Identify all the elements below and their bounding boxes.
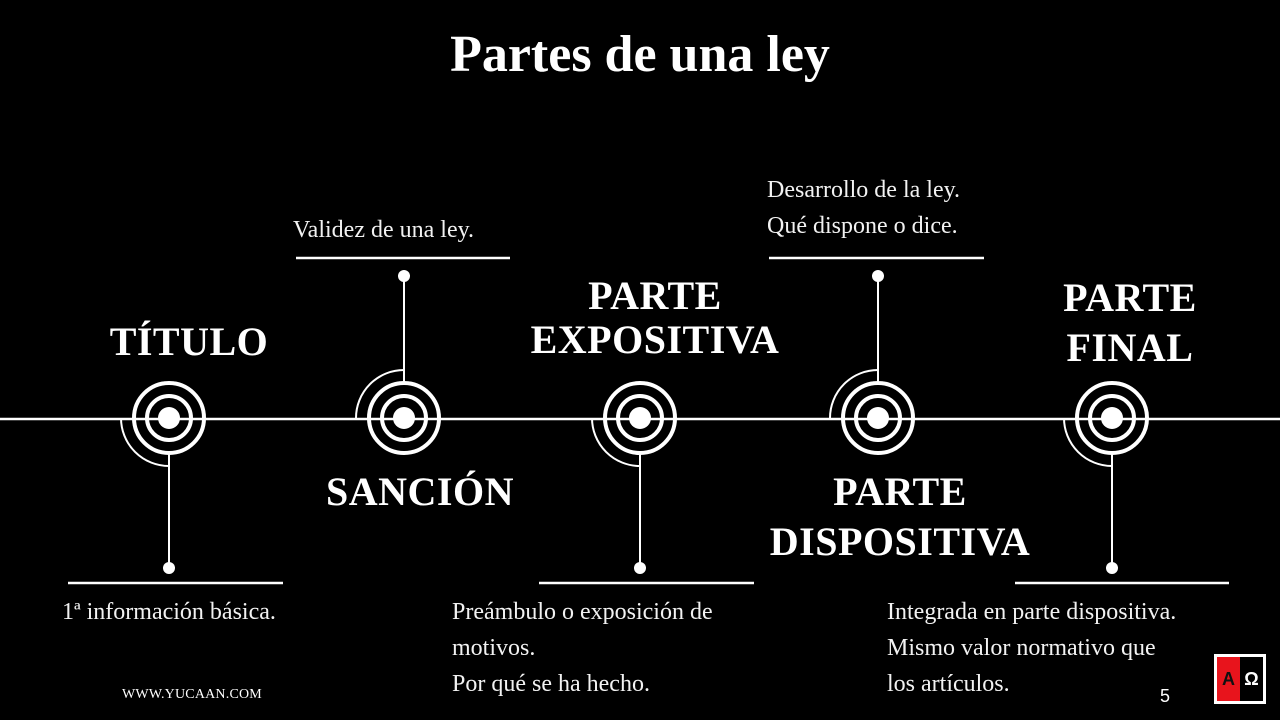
node-label-parte-expositiva: PARTE EXPOSITIVA [490, 274, 820, 362]
alpha-omega-logo: A Ω [1214, 654, 1266, 704]
description-line: Desarrollo de la ley. [767, 177, 961, 203]
node-label-line: FINAL [1066, 325, 1194, 370]
node-label-line: DISPOSITIVA [769, 519, 1031, 564]
footer-url: WWW.YUCAAN.COM [122, 687, 262, 702]
description-line: 1ª información básica. [62, 599, 276, 625]
page-number: 5 [1160, 686, 1171, 706]
node-description-parte-expositiva: Preámbulo o exposición de motivos. Por q… [452, 594, 713, 702]
target-icon-parte-expositiva [539, 381, 754, 585]
node-label-sancion: SANCIÓN [290, 470, 550, 514]
node-description-parte-final: Integrada en parte dispositiva. Mismo va… [887, 594, 1176, 702]
description-line: Por qué se ha hecho. [452, 671, 650, 697]
node-label-parte-final: PARTE FINAL [1020, 276, 1240, 370]
node-label-line: PARTE [1063, 275, 1197, 320]
logo-omega-glyph: Ω [1240, 657, 1263, 701]
logo-alpha-glyph: A [1217, 657, 1240, 701]
description-line: motivos. [452, 635, 536, 661]
node-description-titulo: 1ª información básica. [62, 594, 276, 630]
node-label-line: SANCIÓN [326, 469, 514, 514]
node-label-line: TÍTULO [109, 319, 269, 364]
description-line: Mismo valor normativo que [887, 635, 1156, 661]
description-line: Qué dispone o dice. [767, 213, 958, 239]
target-icon-parte-final [1015, 381, 1229, 585]
target-icon-titulo [68, 381, 283, 585]
node-label-line: PARTE [833, 469, 967, 514]
target-icon-parte-dispositiva [769, 256, 984, 455]
description-line: Integrada en parte dispositiva. [887, 599, 1177, 625]
node-label-line: EXPOSITIVA [530, 317, 780, 362]
target-icon-sancion [296, 256, 510, 455]
node-description-parte-dispositiva: Desarrollo de la ley. Qué dispone o dice… [767, 172, 960, 244]
slide-title: Partes de una ley [450, 26, 830, 83]
node-label-line: PARTE [588, 273, 722, 318]
description-line: los artículos. [887, 671, 1010, 697]
node-label-parte-dispositiva: PARTE DISPOSITIVA [745, 470, 1055, 564]
description-line: Preámbulo o exposición de [452, 599, 713, 625]
description-line: Validez de una ley. [293, 217, 475, 243]
node-description-sancion: Validez de una ley. [293, 212, 474, 248]
node-label-titulo: TÍTULO [69, 320, 309, 364]
